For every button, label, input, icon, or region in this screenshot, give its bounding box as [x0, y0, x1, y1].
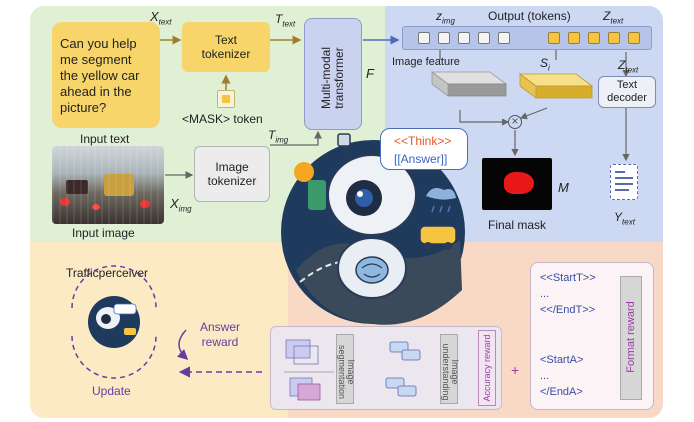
- understanding-tag: Image understanding: [440, 334, 460, 404]
- x-text-label: Xtext: [150, 9, 172, 27]
- mask-token-label: <MASK> token: [182, 112, 263, 126]
- end-a-text: </EndA>: [540, 386, 583, 398]
- dots1-text: ...: [540, 288, 550, 300]
- token-img-5: [498, 32, 510, 44]
- understanding-label: Image understanding: [441, 343, 460, 401]
- plus-sign: +: [511, 362, 520, 378]
- z-img-label: zimg: [436, 9, 455, 26]
- token-text-2: [568, 32, 580, 44]
- input-image-caption: Input image: [72, 226, 135, 240]
- input-question-text: Can you help me segment the yellow car a…: [60, 36, 140, 115]
- dots2-text: ...: [540, 370, 550, 382]
- input-text-caption: Input text: [80, 132, 130, 146]
- format-reward-tag: Format reward: [620, 276, 642, 400]
- z-text2-label: Ztext: [618, 58, 639, 75]
- segmentation-tag: Image segmentation: [336, 334, 356, 404]
- s-label: Si: [540, 56, 550, 73]
- answer-reward-label: Answer reward: [199, 320, 240, 349]
- answer-text: [[Answer]]: [394, 152, 448, 166]
- t-text-label: Ttext: [275, 12, 296, 29]
- start-a-text: <StartA>: [540, 354, 584, 366]
- image-tokenizer-label: Image tokenizer: [207, 160, 257, 188]
- think-text: <<Think>>: [394, 134, 452, 148]
- format-reward-label: Format reward: [625, 301, 637, 373]
- token-text-3: [588, 32, 600, 44]
- token-img-2: [438, 32, 450, 44]
- accuracy-reward-tag: Accuracy reward: [478, 330, 496, 406]
- mask-token-square: [217, 90, 235, 108]
- token-img-3: [458, 32, 470, 44]
- token-text-4: [608, 32, 620, 44]
- bottom-left-panel: [30, 242, 288, 418]
- accuracy-reward-label: Accuracy reward: [482, 334, 492, 402]
- multiply-icon: ×: [508, 115, 522, 129]
- text-decoder-label: Text decoder: [607, 79, 647, 104]
- final-mask-image: [482, 158, 552, 210]
- z-text-label: Ztext: [603, 9, 624, 26]
- document-icon: [610, 164, 638, 200]
- transformer-box: Multi-modal transformer: [304, 18, 362, 130]
- trafficperceiver-title: Trafficperceiver: [66, 266, 149, 280]
- token-text-1: [548, 32, 560, 44]
- text-decoder-box: Text decoder: [598, 76, 656, 108]
- token-img-1: [418, 32, 430, 44]
- output-title: Output (tokens): [488, 9, 571, 23]
- token-img-4: [478, 32, 490, 44]
- y-text-label: Ytext: [614, 210, 635, 227]
- t-img-label: Timg: [268, 128, 289, 145]
- input-image: [52, 146, 164, 224]
- segmentation-label: Image segmentation: [337, 344, 356, 400]
- start-t-text: <<StartT>>: [540, 272, 596, 284]
- m-label: M: [558, 180, 569, 195]
- text-tokenizer-label: Text tokenizer: [201, 33, 251, 61]
- image-feature-label: Image feature: [392, 56, 460, 68]
- token-text-5: [628, 32, 640, 44]
- update-label: Update: [92, 384, 131, 398]
- end-t-text: <</EndT>>: [540, 304, 596, 316]
- final-mask-label: Final mask: [488, 218, 547, 232]
- x-img-label: Ximg: [170, 196, 192, 214]
- speech-bubble: [380, 128, 468, 170]
- text-tokenizer-box: Text tokenizer: [182, 22, 270, 72]
- f-label: F: [366, 66, 374, 81]
- input-text-box: Can you help me segment the yellow car a…: [52, 22, 160, 128]
- image-tokenizer-box: Image tokenizer: [194, 146, 270, 202]
